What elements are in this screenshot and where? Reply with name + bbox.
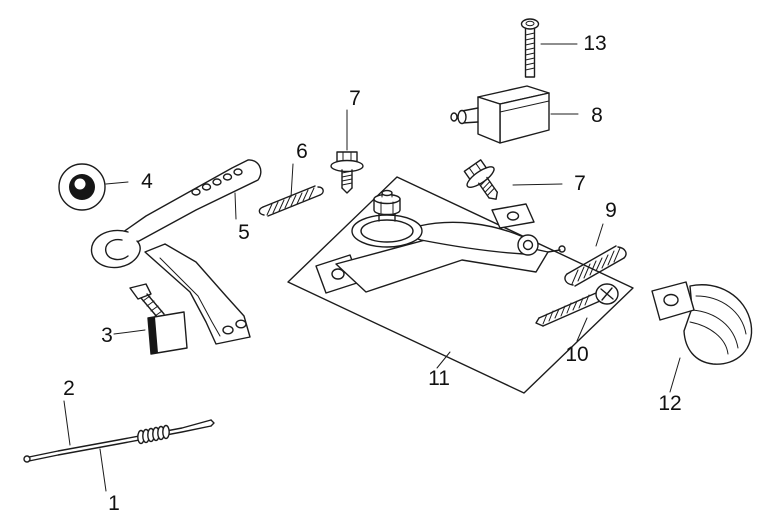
part-13-long-screw [520,18,540,78]
callout-10: 10 [565,343,589,366]
part-11-lever-mechanism [315,189,566,294]
part-12-knob [651,281,753,365]
part-3-screw-block [129,283,188,355]
part-2-small-spring [137,424,170,445]
leader-lines [63,43,681,492]
callout-8: 8 [591,104,603,127]
part-7-flange-bolt-top [330,151,364,194]
callout-7-right: 7 [574,172,586,195]
part-4-grommet [58,163,106,211]
part-5-lever-arm [90,159,262,345]
callout-3: 3 [101,324,113,347]
part-10-pan-head-screw [535,283,619,327]
callout-4: 4 [141,170,153,193]
part-6-return-spring [258,185,324,217]
part-11-bracket-plate [287,176,634,394]
callout-13: 13 [583,32,607,55]
callout-1: 1 [108,492,120,515]
callout-9: 9 [605,199,617,222]
callout-12: 12 [658,392,682,415]
part-7-flange-bolt-right [458,155,510,210]
callout-2: 2 [63,377,75,400]
callout-5: 5 [238,221,250,244]
callout-11: 11 [428,367,450,390]
part-9-coil-spring [564,245,627,287]
part-1-cable-rod [23,419,215,463]
part-8-switch [450,85,550,144]
callout-6: 6 [296,140,308,163]
callout-7-top: 7 [349,87,361,110]
